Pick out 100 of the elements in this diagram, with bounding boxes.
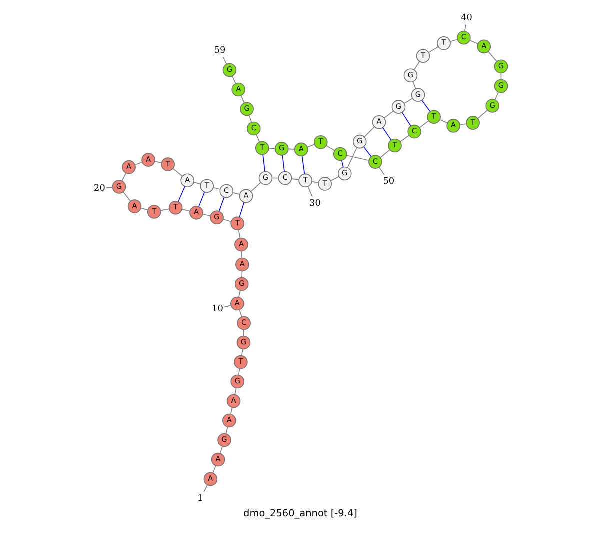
node-circle: T: [466, 116, 480, 130]
node-circle: T: [416, 49, 430, 64]
node-circle: G: [210, 210, 224, 225]
node-circle: T: [230, 216, 244, 231]
connector: [202, 214, 210, 217]
node-text: 20: [94, 184, 105, 194]
connector: [421, 100, 430, 112]
node-circle: A: [222, 414, 236, 428]
connector: [154, 161, 162, 164]
connector: [464, 24, 466, 32]
connector: [122, 192, 131, 202]
connector: [449, 39, 458, 42]
node-circle: C: [278, 171, 292, 186]
node-circle: A: [235, 258, 249, 272]
connector: [459, 124, 466, 126]
node-circle: G: [217, 433, 231, 448]
node-circle: G: [485, 99, 499, 113]
node-circle: A: [238, 189, 253, 204]
connector: [363, 146, 372, 158]
connector: [413, 61, 420, 70]
node-circle: T: [318, 177, 332, 191]
connector: [222, 219, 232, 222]
connector: [222, 56, 227, 65]
connector: [238, 310, 242, 318]
node-circle: G: [258, 171, 272, 186]
connector: [238, 290, 240, 298]
node-circle: C: [407, 124, 421, 139]
node-circle: C: [236, 316, 250, 330]
node-circle: A: [210, 452, 225, 467]
connector: [380, 150, 390, 158]
node-circle: T: [234, 355, 248, 370]
connector: [364, 126, 374, 138]
connector: [301, 156, 305, 174]
connector: [418, 120, 429, 128]
node-circle: A: [189, 206, 203, 220]
connector: [232, 76, 236, 84]
diagram-title: dmo_2560_annot [-9.4]: [243, 508, 357, 520]
connector: [238, 368, 240, 376]
node-circle: A: [446, 119, 460, 133]
node-text: 10: [212, 304, 223, 314]
connector: [250, 182, 261, 192]
connector: [326, 145, 335, 152]
node-circle: G: [236, 336, 250, 350]
node-circle: G: [234, 277, 248, 292]
connector: [469, 40, 478, 44]
node-circle: T: [388, 138, 402, 153]
connector: [198, 192, 205, 208]
node-circle: G: [337, 166, 352, 181]
connector: [404, 98, 412, 104]
connector: [224, 305, 231, 308]
connector: [346, 147, 357, 168]
connector: [240, 251, 242, 259]
node-circle: A: [294, 142, 308, 157]
node-circle: T: [200, 179, 214, 193]
connector: [212, 187, 220, 190]
node-circle: G: [494, 79, 508, 94]
node-circle: G: [230, 374, 244, 389]
connector: [262, 154, 265, 172]
node-circle: G: [240, 102, 254, 116]
node-circle: G: [494, 60, 508, 74]
node-text: 30: [309, 198, 320, 209]
connector: [181, 209, 190, 212]
connector: [203, 484, 208, 493]
node-circle: G: [403, 68, 418, 83]
connector: [256, 134, 260, 142]
connector: [178, 186, 185, 202]
connector: [225, 426, 228, 434]
node-circle: T: [146, 205, 161, 219]
node-circle: T: [426, 110, 440, 124]
connector: [240, 95, 244, 104]
connector: [242, 329, 244, 337]
node-circle: G: [222, 63, 236, 78]
connector: [488, 51, 497, 62]
node-circle: A: [226, 394, 240, 408]
node-circle: G: [352, 134, 366, 149]
connector: [383, 110, 394, 119]
node-circle: T: [298, 174, 312, 188]
connector: [238, 230, 240, 239]
node-circle: C: [456, 30, 470, 45]
node-circle: G: [410, 88, 425, 102]
connector: [307, 186, 312, 198]
node-circle: A: [141, 153, 155, 167]
connector: [193, 182, 201, 185]
connector: [340, 160, 344, 168]
node-circle: T: [168, 200, 182, 215]
connector: [212, 465, 216, 474]
connector: [311, 181, 318, 184]
node-circle: C: [246, 122, 260, 136]
node-circle: A: [180, 174, 194, 188]
node-circle: T: [160, 158, 174, 172]
node-text: 40: [460, 13, 472, 24]
connector: [291, 178, 300, 180]
connector: [160, 208, 170, 212]
connector: [282, 155, 284, 172]
node-circle: T: [254, 141, 269, 156]
connector: [330, 176, 339, 182]
node-circle: T: [313, 135, 328, 150]
node-circle: A: [476, 40, 491, 54]
node-circle: G: [112, 180, 126, 194]
connector: [401, 112, 411, 126]
